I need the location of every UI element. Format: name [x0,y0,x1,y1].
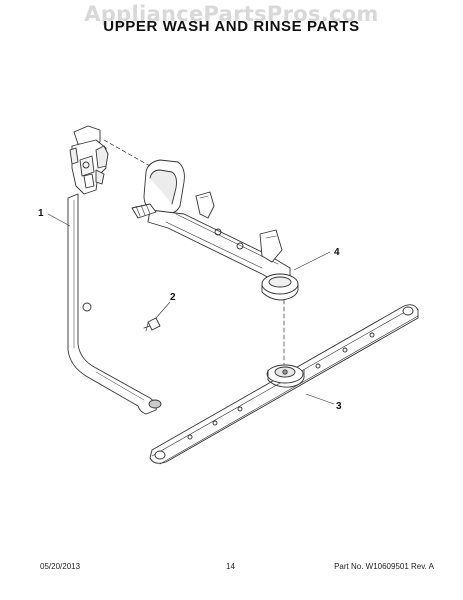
callout-4: 4 [334,247,340,258]
part-4-spray-arm-mount [131,159,299,301]
page-title: UPPER WASH AND RINSE PARTS [103,18,360,35]
callout-3: 3 [336,401,342,412]
footer-date: 05/20/2013 [40,562,81,571]
watermark: AppliancePartsPros.com [84,2,379,26]
part-2-screw [143,317,161,332]
callout-2: 2 [170,292,176,303]
footer-part-number: Part No. W10609501 Rev. A [334,562,434,571]
callout-1: 1 [38,208,44,219]
part-1-feed-tube [67,125,162,415]
part-3-spray-arm [149,304,419,465]
callout-leaders [47,213,335,405]
footer-page-number: 14 [226,562,235,571]
alignment-lines [103,139,285,365]
